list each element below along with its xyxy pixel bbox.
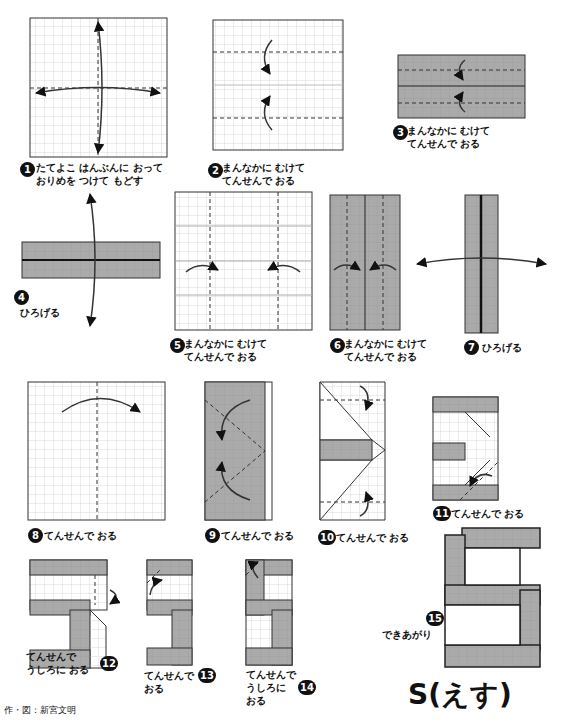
callout-number: 14 <box>298 680 316 695</box>
step-caption: まんなかに むけて てんせんで おる <box>184 337 296 363</box>
step-caption: ひろげる <box>20 306 100 319</box>
step-caption: てんせんで おる <box>221 529 313 542</box>
step-caption: まんなかに むけて てんせんで おる <box>407 124 519 150</box>
callout-number: 13 <box>198 668 216 683</box>
callout-number: 3 <box>393 125 408 140</box>
callout-number: 2 <box>208 163 223 178</box>
step-caption: てんせんで うしろに おる <box>246 668 302 707</box>
step-caption: てんせんで おる <box>451 507 543 520</box>
callout-number: 9 <box>205 528 220 543</box>
callout-number: 11 <box>433 506 451 521</box>
diagram-title: S(えす) <box>408 676 512 714</box>
step-caption: できあがり <box>382 628 454 641</box>
step-caption: まんなかに むけて てんせんで おる <box>222 161 334 187</box>
step-caption: てんせんで おる <box>144 669 200 695</box>
callout-number: 15 <box>426 611 444 626</box>
step-caption: てんせんで おる <box>336 531 428 544</box>
callout-number: 8 <box>28 528 43 543</box>
step-caption: ひろげる <box>482 341 542 354</box>
callout-number: 7 <box>464 340 479 355</box>
callout-number: 6 <box>330 338 345 353</box>
step-caption: たてよこ はんぶんに おって おりめを つけて もどす <box>36 161 171 187</box>
step-caption: まんなかに むけて てんせんで おる <box>344 337 456 363</box>
step-caption: てんせんで おる <box>44 529 136 542</box>
callout-number: 5 <box>170 338 185 353</box>
callout-number: 4 <box>14 290 29 305</box>
callout-number: 1 <box>20 162 35 177</box>
credit-note: 作・図：新宮文明 <box>4 704 76 717</box>
callout-number: 10 <box>318 530 336 545</box>
callout-number: 12 <box>100 656 118 671</box>
step-caption: てんせんで うしろに おる <box>26 650 98 676</box>
